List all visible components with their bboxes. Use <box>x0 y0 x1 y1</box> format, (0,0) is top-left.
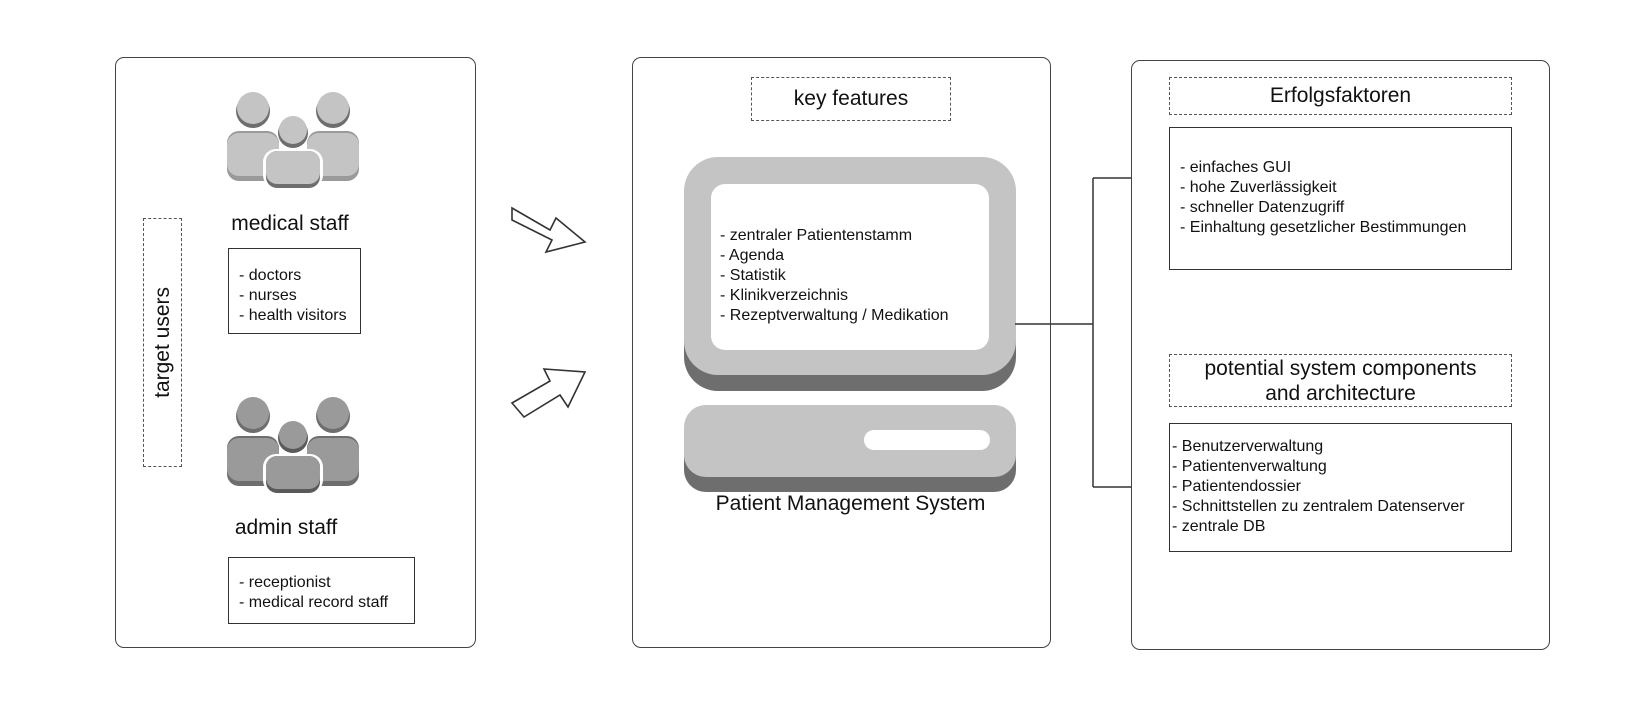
medical-staff-list-box: - doctors - nurses - health visitors <box>228 248 361 334</box>
target-users-label-box: target users <box>143 218 182 467</box>
success-factors-list: - einfaches GUI - hohe Zuverlässigkeit -… <box>1180 158 1511 238</box>
components-list-box: - Benutzerverwaltung - Patientenverwaltu… <box>1169 423 1512 552</box>
list-item: - medical record staff <box>239 594 389 611</box>
list-item: - Statistik <box>720 267 786 284</box>
list-item: - Klinikverzeichnis <box>720 287 849 304</box>
list-item: - Benutzerverwaltung <box>1172 438 1324 455</box>
list-item: - health visitors <box>239 307 347 324</box>
computer-icon <box>684 157 1016 492</box>
list-item: - Agenda <box>720 247 785 264</box>
medical-staff-title: medical staff <box>231 212 349 235</box>
success-factors-list-box: - einfaches GUI - hohe Zuverlässigkeit -… <box>1169 127 1512 270</box>
admin-staff-list-box: - receptionist - medical record staff <box>228 557 415 624</box>
target-users-label: target users <box>150 287 174 398</box>
people-group-icon <box>227 397 359 493</box>
list-item: - doctors <box>239 267 302 284</box>
components-list: - Benutzerverwaltung - Patientenverwaltu… <box>1172 437 1511 537</box>
list-item: - einfaches GUI <box>1180 159 1292 176</box>
key-features-list-box: - zentraler Patientenstamm - Agenda - St… <box>720 226 990 326</box>
list-item: - receptionist <box>239 574 331 591</box>
list-item: - Patientenverwaltung <box>1172 458 1327 475</box>
admin-staff-list: - receptionist - medical record staff <box>239 573 414 613</box>
list-item: - nurses <box>239 287 297 304</box>
list-item: - Schnittstellen zu zentralem Datenserve… <box>1172 498 1465 515</box>
people-group-icon <box>227 92 359 188</box>
success-factors-header: Erfolgsfaktoren <box>1269 84 1412 107</box>
arrow-right-icon <box>510 368 587 419</box>
list-item: - Rezeptverwaltung / Medikation <box>720 307 949 324</box>
system-label: Patient Management System <box>715 492 986 515</box>
admin-staff-title: admin staff <box>234 516 338 539</box>
components-header-box: potential system components and architec… <box>1169 354 1512 407</box>
key-features-header-box: key features <box>751 77 951 121</box>
list-item: - schneller Datenzugriff <box>1180 199 1345 216</box>
list-item: - hohe Zuverlässigkeit <box>1180 179 1337 196</box>
list-item: - zentraler Patientenstamm <box>720 227 913 244</box>
list-item: - Einhaltung gesetzlicher Bestimmungen <box>1180 219 1467 236</box>
list-item: - zentrale DB <box>1172 518 1266 535</box>
success-factors-header-box: Erfolgsfaktoren <box>1169 77 1512 115</box>
list-item: - Patientendossier <box>1172 478 1301 495</box>
key-features-list: - zentraler Patientenstamm - Agenda - St… <box>720 226 990 326</box>
components-header-line2: and architecture <box>1265 381 1416 405</box>
components-header-line1: potential system components <box>1204 356 1477 380</box>
medical-staff-list: - doctors - nurses - health visitors <box>239 266 360 326</box>
arrow-right-icon <box>511 206 587 254</box>
key-features-header: key features <box>793 87 909 110</box>
